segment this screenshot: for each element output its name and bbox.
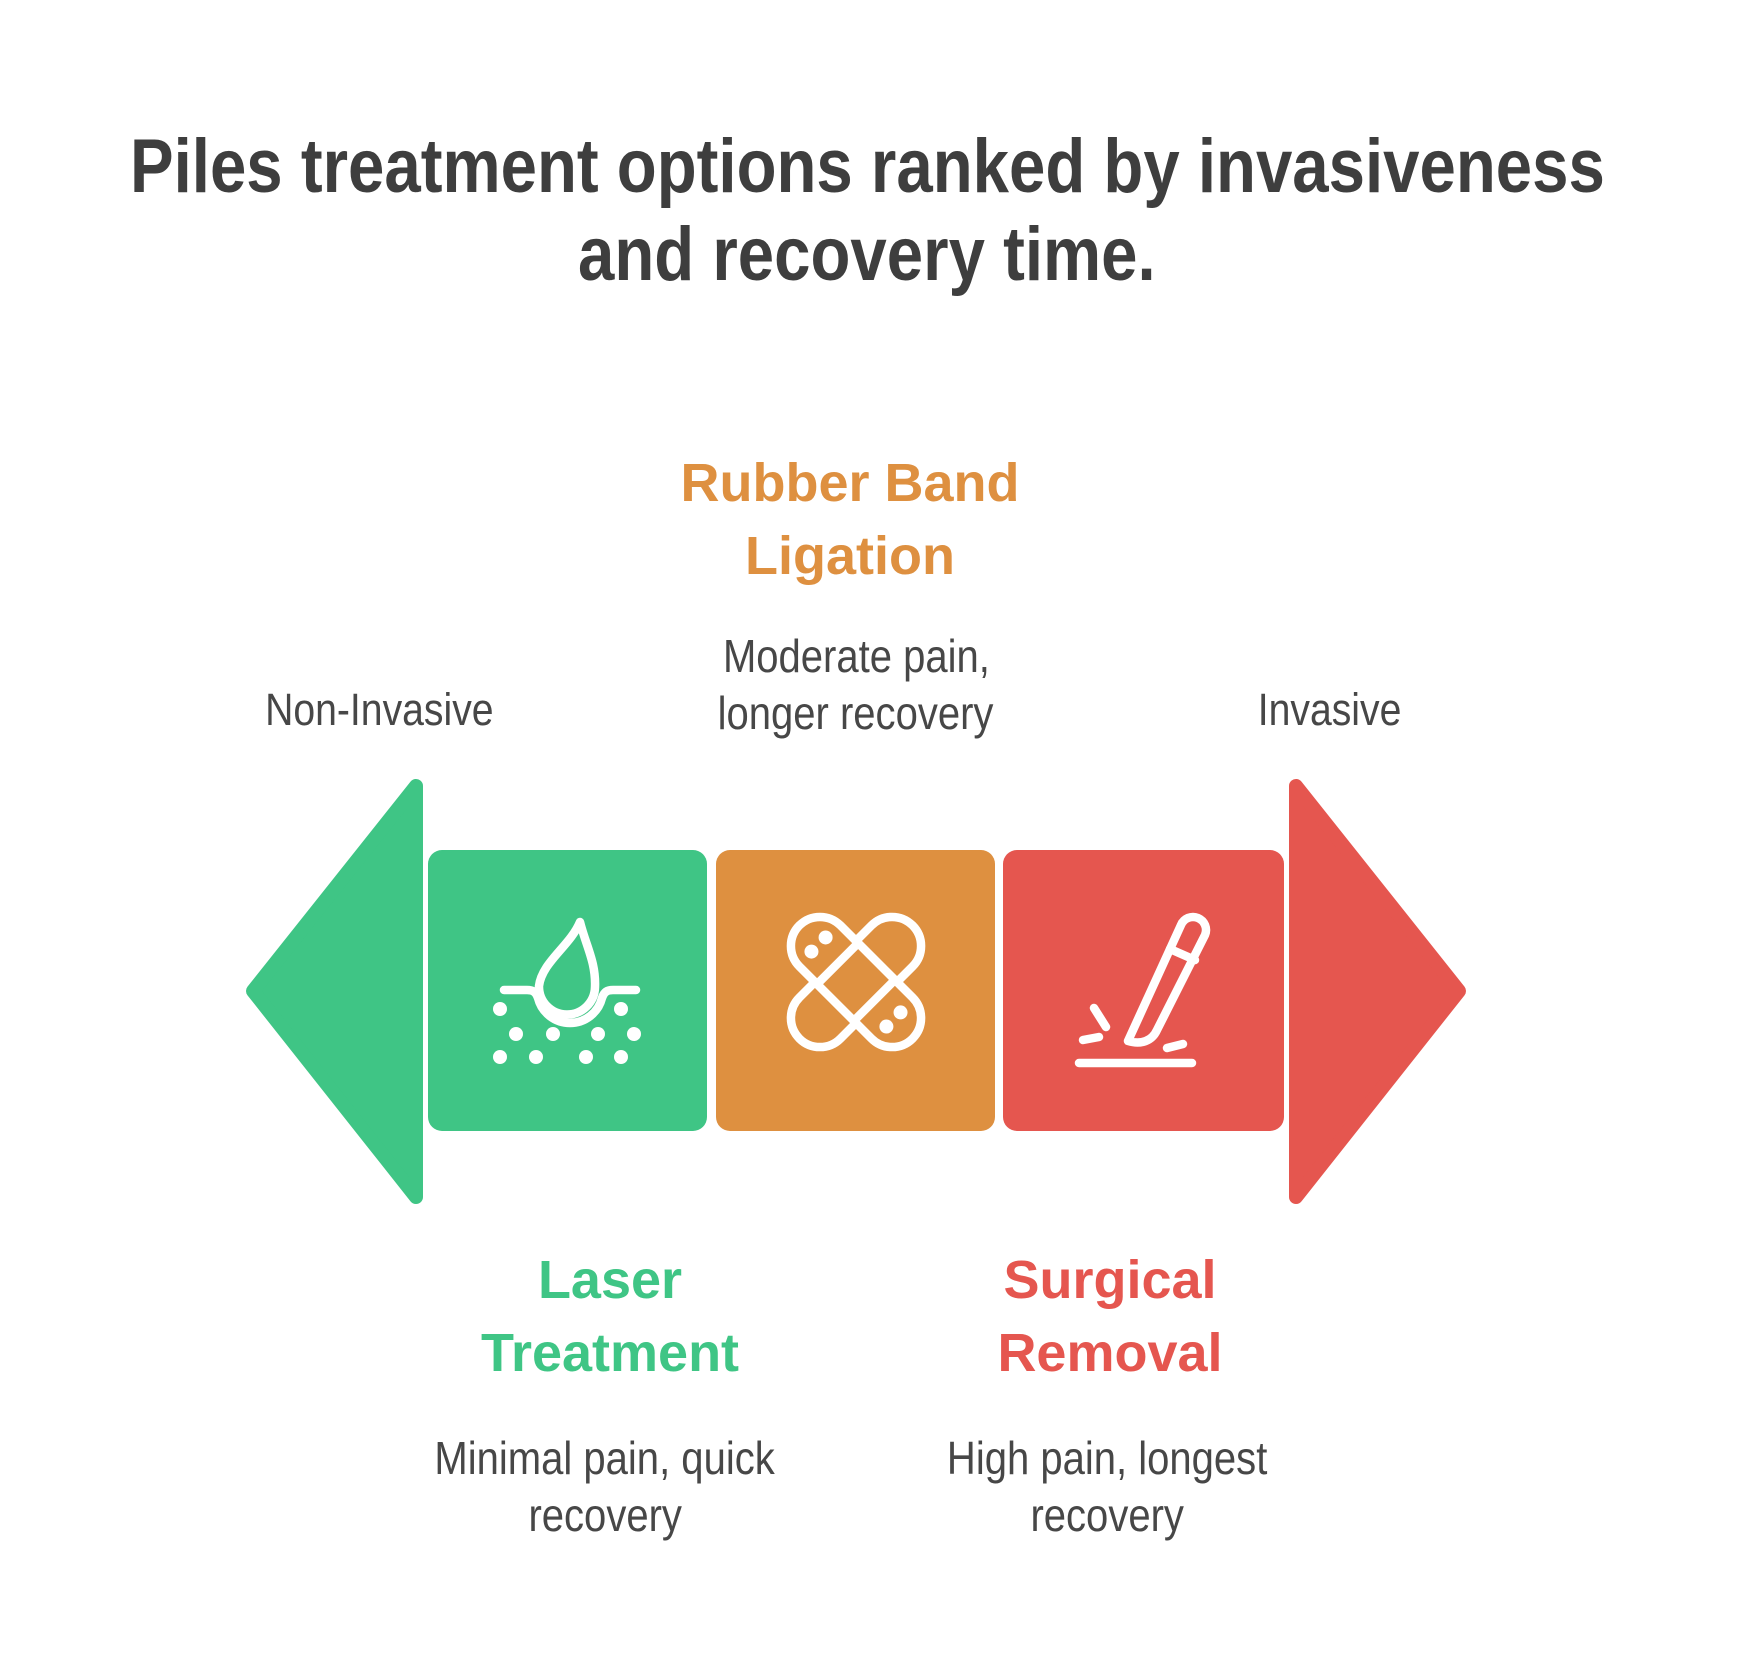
- axis-label-invasive: Invasive: [1258, 684, 1402, 735]
- page-title: Piles treatment options ranked by invasi…: [0, 123, 1746, 299]
- treatment-desc-laser-treatment: Minimal pain, quick recovery: [434, 1432, 776, 1541]
- treatment-label-rubber-band-ligation: Rubber Band Ligation: [680, 453, 1020, 586]
- crossed-bandages-icon: [786, 912, 926, 1052]
- treatment-desc-rubber-band-ligation: Moderate pain, longer recovery: [718, 630, 994, 739]
- surgical-removal-box: [1003, 850, 1284, 1131]
- treatment-label-laser-treatment: Laser Treatment: [480, 1250, 740, 1383]
- laser-droplet-skin-icon: [493, 917, 641, 1064]
- right-arrowhead: [1289, 779, 1466, 1204]
- scalpel-icon: [1074, 912, 1211, 1068]
- laser-treatment-box: [428, 850, 707, 1131]
- treatment-label-surgical-removal: Surgical Removal: [997, 1250, 1223, 1383]
- treatment-desc-surgical-removal: High pain, longest recovery: [946, 1432, 1268, 1541]
- left-arrowhead: [246, 779, 423, 1204]
- page-title-line1: Piles treatment options ranked by invasi…: [129, 124, 1605, 209]
- page-title-line2: and recovery time.: [578, 212, 1156, 297]
- axis-label-non-invasive: Non-Invasive: [264, 684, 494, 735]
